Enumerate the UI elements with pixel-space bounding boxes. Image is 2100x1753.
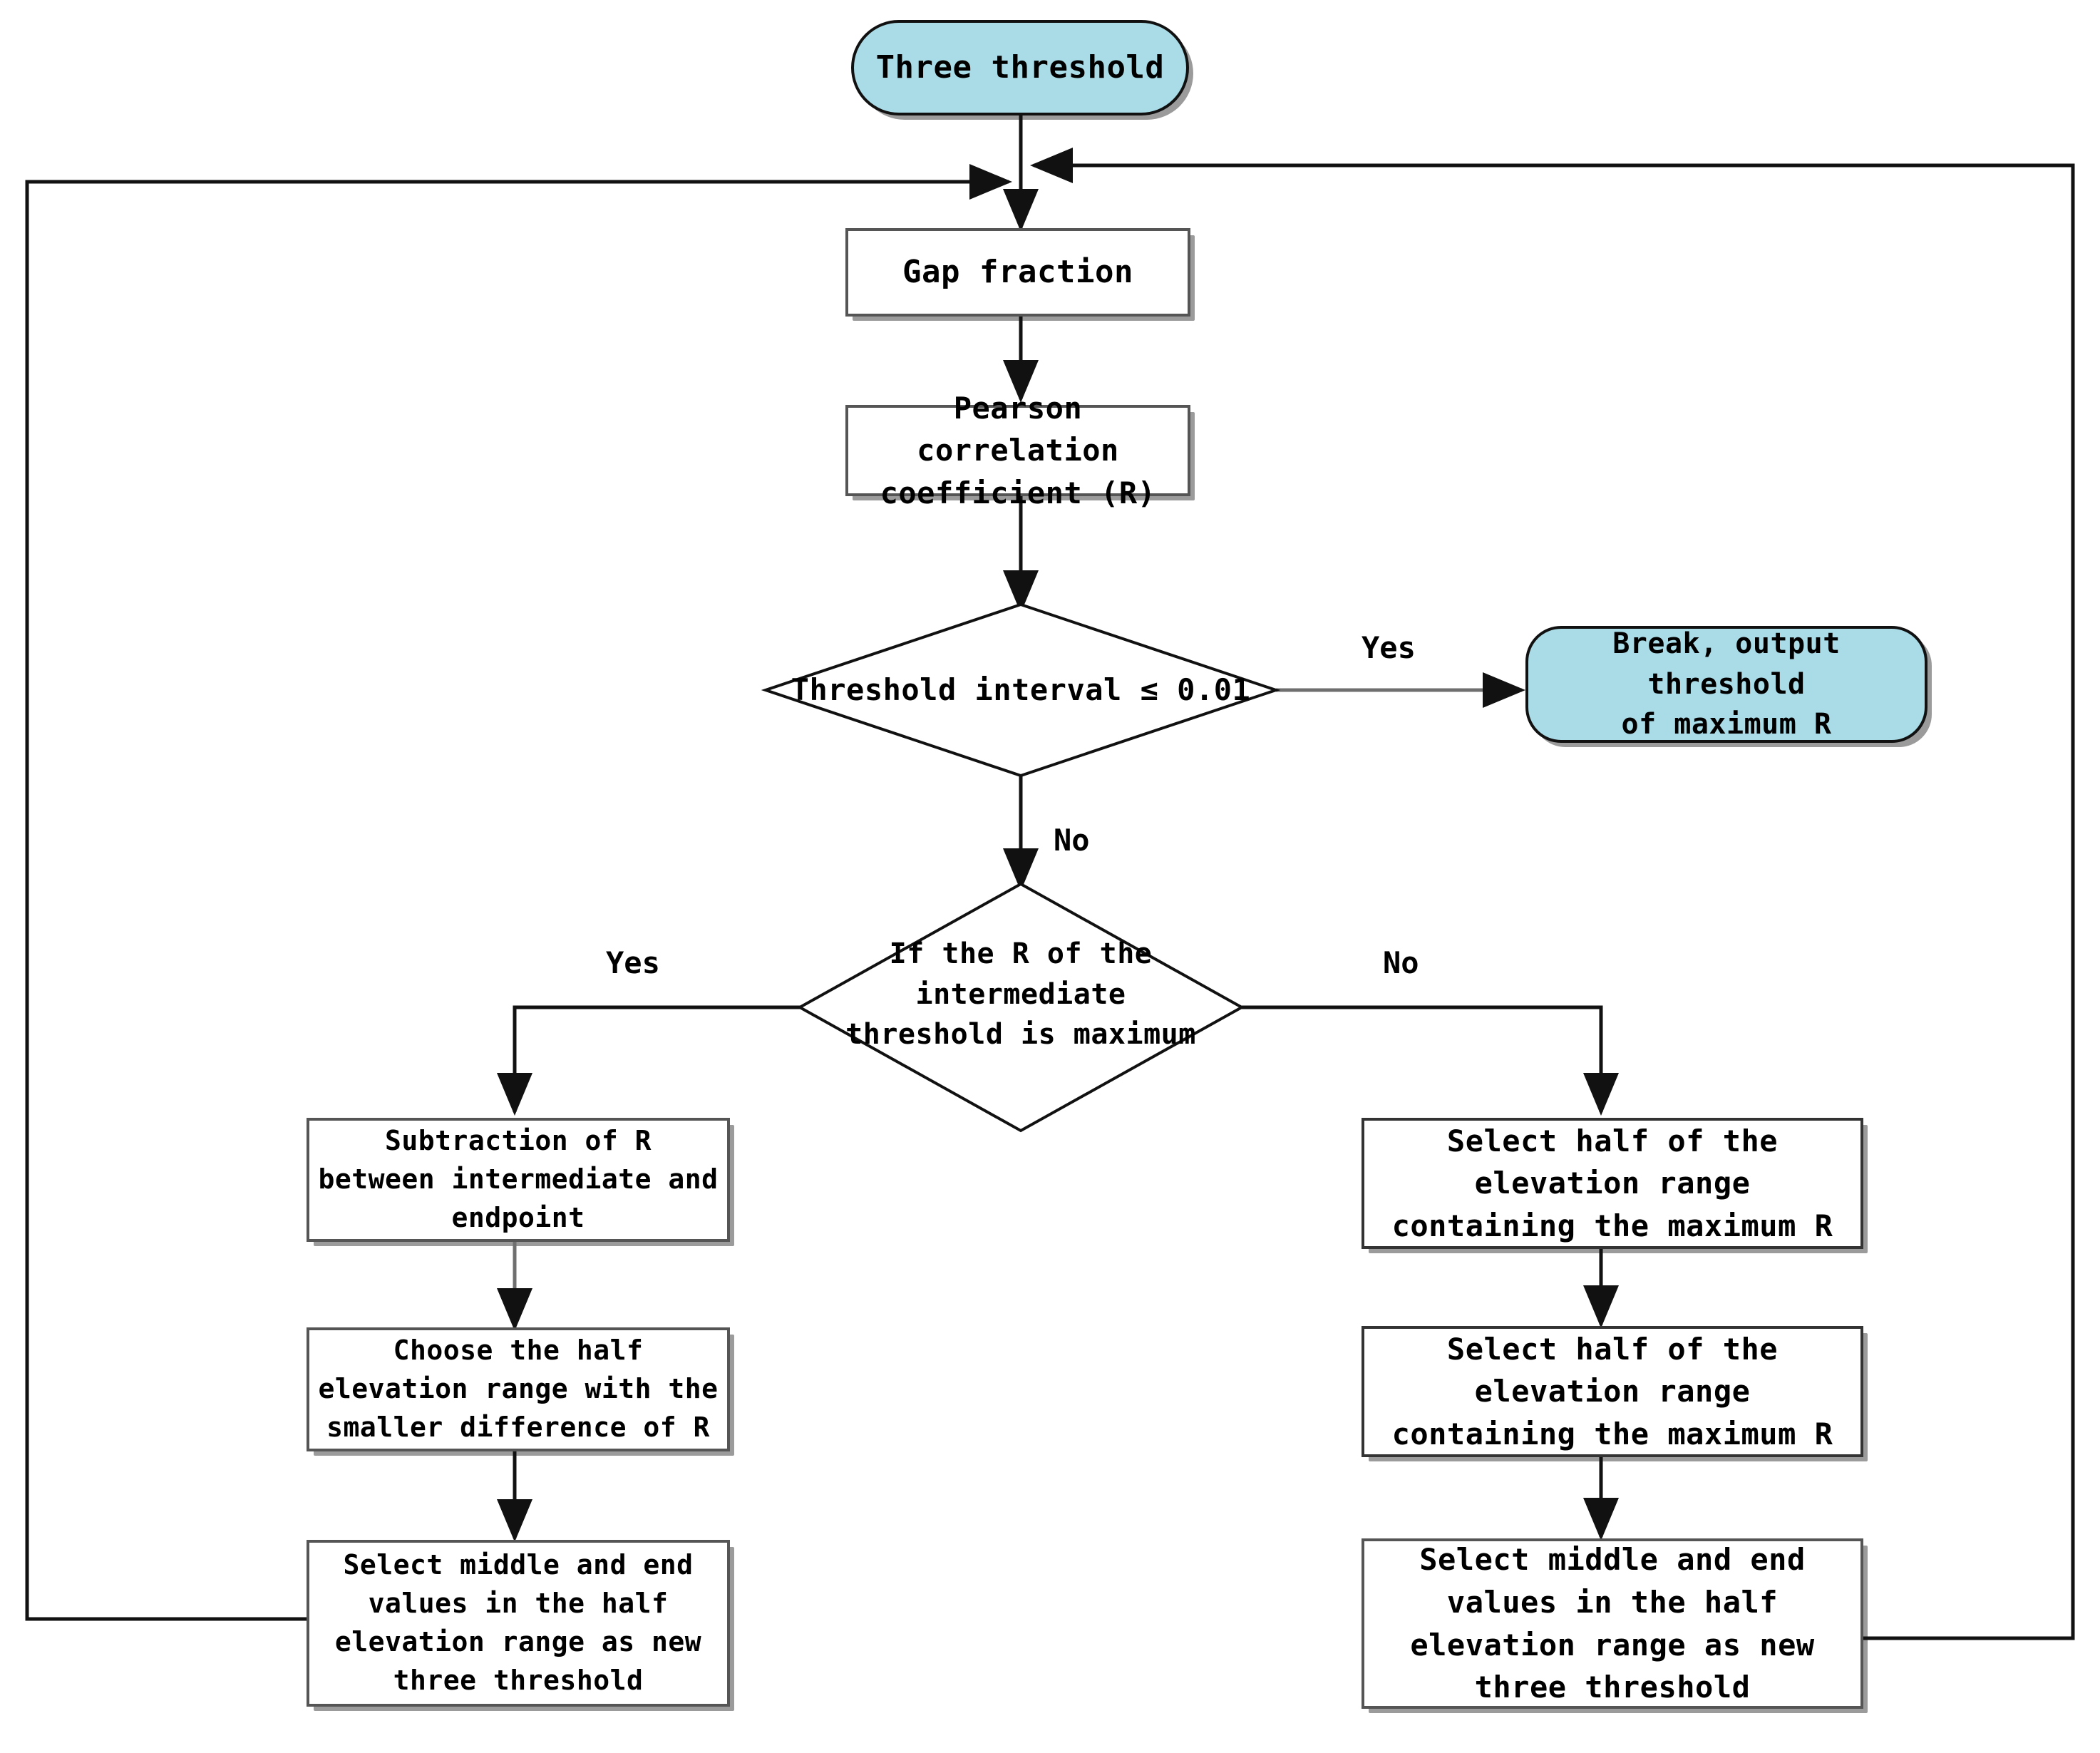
edge-label-no-right: No [1383, 945, 1419, 980]
node-gap-fraction-shape[interactable] [845, 228, 1190, 317]
edge-decision2-no-right [1242, 1005, 1619, 1116]
edge-label-yes-break: Yes [1362, 630, 1416, 665]
edge-label-no-continue: No [1054, 823, 1090, 858]
node-select-half-1-shape[interactable] [1362, 1118, 1863, 1249]
node-pearson-shape[interactable] [845, 405, 1190, 496]
node-subtraction-shape[interactable] [307, 1118, 730, 1242]
edge-label-yes-left: Yes [606, 945, 660, 980]
node-choose-half-shape[interactable] [307, 1327, 730, 1451]
node-start-shape[interactable] [851, 20, 1189, 115]
connector-lines [25, 115, 2075, 1640]
node-select-middle-right-shape[interactable] [1362, 1538, 1863, 1709]
edge-right-feedback [1030, 148, 2075, 1640]
node-threshold-interval-shape[interactable] [761, 602, 1281, 778]
node-select-middle-left-shape[interactable] [307, 1540, 730, 1707]
node-intermediate-max-shape[interactable] [796, 882, 1245, 1133]
edge-decision2-yes-left [497, 1005, 805, 1116]
node-select-half-2-shape[interactable] [1362, 1326, 1863, 1457]
edge-left-feedback [25, 164, 1012, 1621]
node-break-output-shape[interactable] [1525, 626, 1927, 743]
